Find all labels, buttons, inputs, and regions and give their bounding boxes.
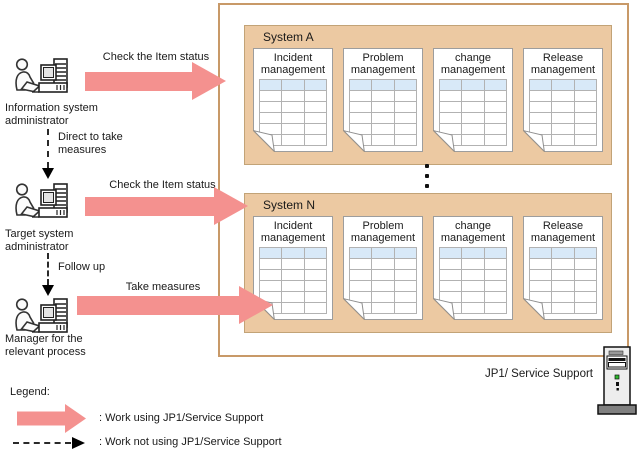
legend-title: Legend: — [10, 386, 50, 398]
system-a-box: System A Incident management Problem man… — [244, 25, 612, 165]
check-item-status-label-n: Check the Item status — [109, 179, 216, 191]
page-fold-icon — [433, 130, 455, 152]
target-system-administrator-icon — [10, 181, 72, 231]
problem-management-card: Problem management — [343, 216, 423, 320]
card-label: Release management — [530, 220, 596, 244]
card-label: Release management — [530, 52, 596, 76]
take-measures-arrow — [77, 286, 273, 324]
page-fold-icon — [343, 130, 365, 152]
change-management-card: change management — [433, 216, 513, 320]
jp1-boundary-box: System A Incident management Problem man… — [218, 3, 629, 357]
legend-dashed-label: : Work not using JP1/Service Support — [99, 436, 282, 448]
change-management-card: change management — [433, 48, 513, 152]
arrowhead-right-icon — [72, 437, 85, 449]
server-tower-icon — [597, 346, 637, 418]
page-fold-icon — [523, 130, 545, 152]
legend-solid-arrow-icon — [17, 404, 86, 433]
release-management-card: Release management — [523, 216, 603, 320]
take-measures-label: Take measures — [125, 281, 201, 293]
check-item-status-label-a: Check the Item status — [102, 51, 210, 63]
release-management-card: Release management — [523, 48, 603, 152]
page-fold-icon — [343, 298, 365, 320]
follow-up-arrow — [47, 253, 49, 285]
card-label: Problem management — [350, 220, 416, 244]
continuation-dots — [425, 164, 430, 194]
follow-up-label: Follow up — [58, 261, 106, 273]
arrowhead-down-icon — [42, 168, 54, 179]
item-table — [529, 79, 597, 146]
legend-solid-label: : Work using JP1/Service Support — [99, 412, 264, 424]
system-n-title: System N — [263, 198, 316, 212]
card-label: Incident management — [260, 52, 326, 76]
card-label: Incident management — [260, 220, 326, 244]
card-label: change management — [440, 220, 506, 244]
jp1-service-support-label: JP1/ Service Support — [484, 368, 593, 380]
card-label: Problem management — [350, 52, 416, 76]
system-n-cards: Incident management Problem management c… — [253, 216, 603, 320]
incident-management-card: Incident management — [253, 48, 333, 152]
page-fold-icon — [253, 130, 275, 152]
page-fold-icon — [433, 298, 455, 320]
card-label: change management — [440, 52, 506, 76]
system-a-cards: Incident management Problem management c… — [253, 48, 603, 152]
check-item-status-arrow-n — [85, 187, 248, 225]
system-n-box: System N Incident management Problem man… — [244, 193, 612, 333]
check-item-status-arrow-a — [85, 62, 226, 100]
page-fold-icon — [523, 298, 545, 320]
arrowhead-down-icon — [42, 285, 54, 296]
item-table — [439, 247, 507, 314]
legend-dashed-arrow-icon — [13, 442, 71, 444]
information-system-administrator-icon — [10, 56, 72, 106]
system-a-title: System A — [263, 30, 314, 44]
item-table — [349, 79, 417, 146]
problem-management-card: Problem management — [343, 48, 423, 152]
item-table — [439, 79, 507, 146]
item-table — [529, 247, 597, 314]
direct-to-take-measures-arrow — [47, 129, 49, 168]
